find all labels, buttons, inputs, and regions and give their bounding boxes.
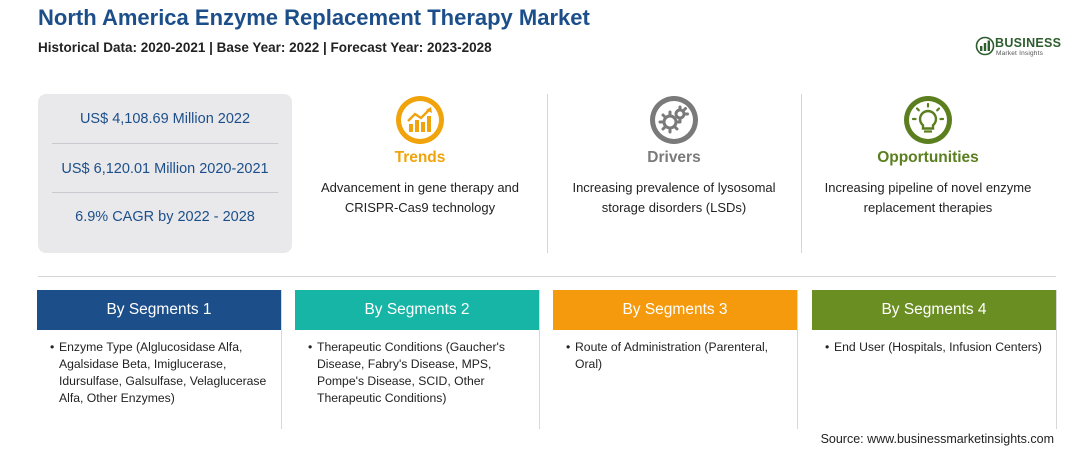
segment-4-item: End User (Hospitals, Infusion Centers) xyxy=(834,340,1042,354)
column-divider xyxy=(547,94,548,253)
trends-description: Advancement in gene therapy and CRISPR-C… xyxy=(320,180,520,215)
bullet-icon: • xyxy=(50,340,55,354)
stat-cagr: 6.9% CAGR by 2022 - 2028 xyxy=(75,209,255,225)
segment-3-header: By Segments 3 xyxy=(553,290,797,330)
segment-2-body: • Therapeutic Conditions (Gaucher's Dise… xyxy=(295,330,539,407)
drivers-description: Increasing prevalence of lysosomal stora… xyxy=(572,180,776,215)
bullet-icon: • xyxy=(825,340,830,354)
segment-card-2: By Segments 2 • Therapeutic Conditions (… xyxy=(295,290,540,429)
opportunities-title: Opportunities xyxy=(877,149,979,166)
section-divider xyxy=(38,276,1056,277)
segment-2-item: Therapeutic Conditions (Gaucher's Diseas… xyxy=(317,340,505,405)
segment-3-item: Route of Administration (Parenteral, Ora… xyxy=(575,340,769,371)
drivers-title: Drivers xyxy=(647,149,701,166)
logo-tagline: Market Insights xyxy=(996,50,1044,57)
logo-wordmark: BUSINESS xyxy=(995,36,1062,50)
trends-title: Trends xyxy=(394,149,446,166)
bullet-icon: • xyxy=(308,340,313,354)
bullet-icon: • xyxy=(566,340,571,354)
stat-market-size-2022: US$ 4,108.69 Million 2022 xyxy=(79,111,251,127)
page-title: North America Enzyme Replacement Therapy… xyxy=(38,5,590,30)
segment-card-1: By Segments 1 • Enzyme Type (Alglucosida… xyxy=(37,290,282,429)
source-link[interactable]: Source: www.businessmarketinsights.com xyxy=(820,432,1054,446)
stat-market-size-historical: US$ 6,120.01 Million 2020-2021 xyxy=(61,161,269,177)
segment-1-item: Enzyme Type (Alglucosidase Alfa, Agalsid… xyxy=(59,340,267,405)
segment-card-4: By Segments 4 • End User (Hospitals, Inf… xyxy=(812,290,1057,429)
market-stats-panel: US$ 4,108.69 Million 2022 US$ 6,120.01 M… xyxy=(38,94,292,253)
segment-4-header: By Segments 4 xyxy=(812,290,1056,330)
segment-3-body: • Route of Administration (Parenteral, O… xyxy=(553,330,797,373)
segment-1-body: • Enzyme Type (Alglucosidase Alfa, Agals… xyxy=(37,330,281,407)
stat-divider xyxy=(52,143,278,144)
trends-block: Trends Advancement in gene therapy and C… xyxy=(300,94,540,253)
logo-icon xyxy=(975,36,995,56)
business-market-insights-logo[interactable]: BUSINESS Market Insights xyxy=(975,34,1065,60)
segment-card-3: By Segments 3 • Route of Administration … xyxy=(553,290,798,429)
opportunities-description: Increasing pipeline of novel enzyme repl… xyxy=(824,180,1032,215)
lightbulb-icon xyxy=(904,96,952,144)
column-divider xyxy=(801,94,802,253)
opportunities-block: Opportunities Increasing pipeline of nov… xyxy=(808,94,1048,253)
segment-2-header: By Segments 2 xyxy=(295,290,539,330)
gears-icon xyxy=(650,96,698,144)
trend-chart-icon xyxy=(396,96,444,144)
segment-4-body: • End User (Hospitals, Infusion Centers) xyxy=(812,330,1056,356)
stat-divider xyxy=(52,192,278,193)
page-subtitle: Historical Data: 2020-2021 | Base Year: … xyxy=(38,40,492,55)
segment-1-header: By Segments 1 xyxy=(37,290,281,330)
drivers-block: Drivers Increasing prevalence of lysosom… xyxy=(554,94,794,253)
